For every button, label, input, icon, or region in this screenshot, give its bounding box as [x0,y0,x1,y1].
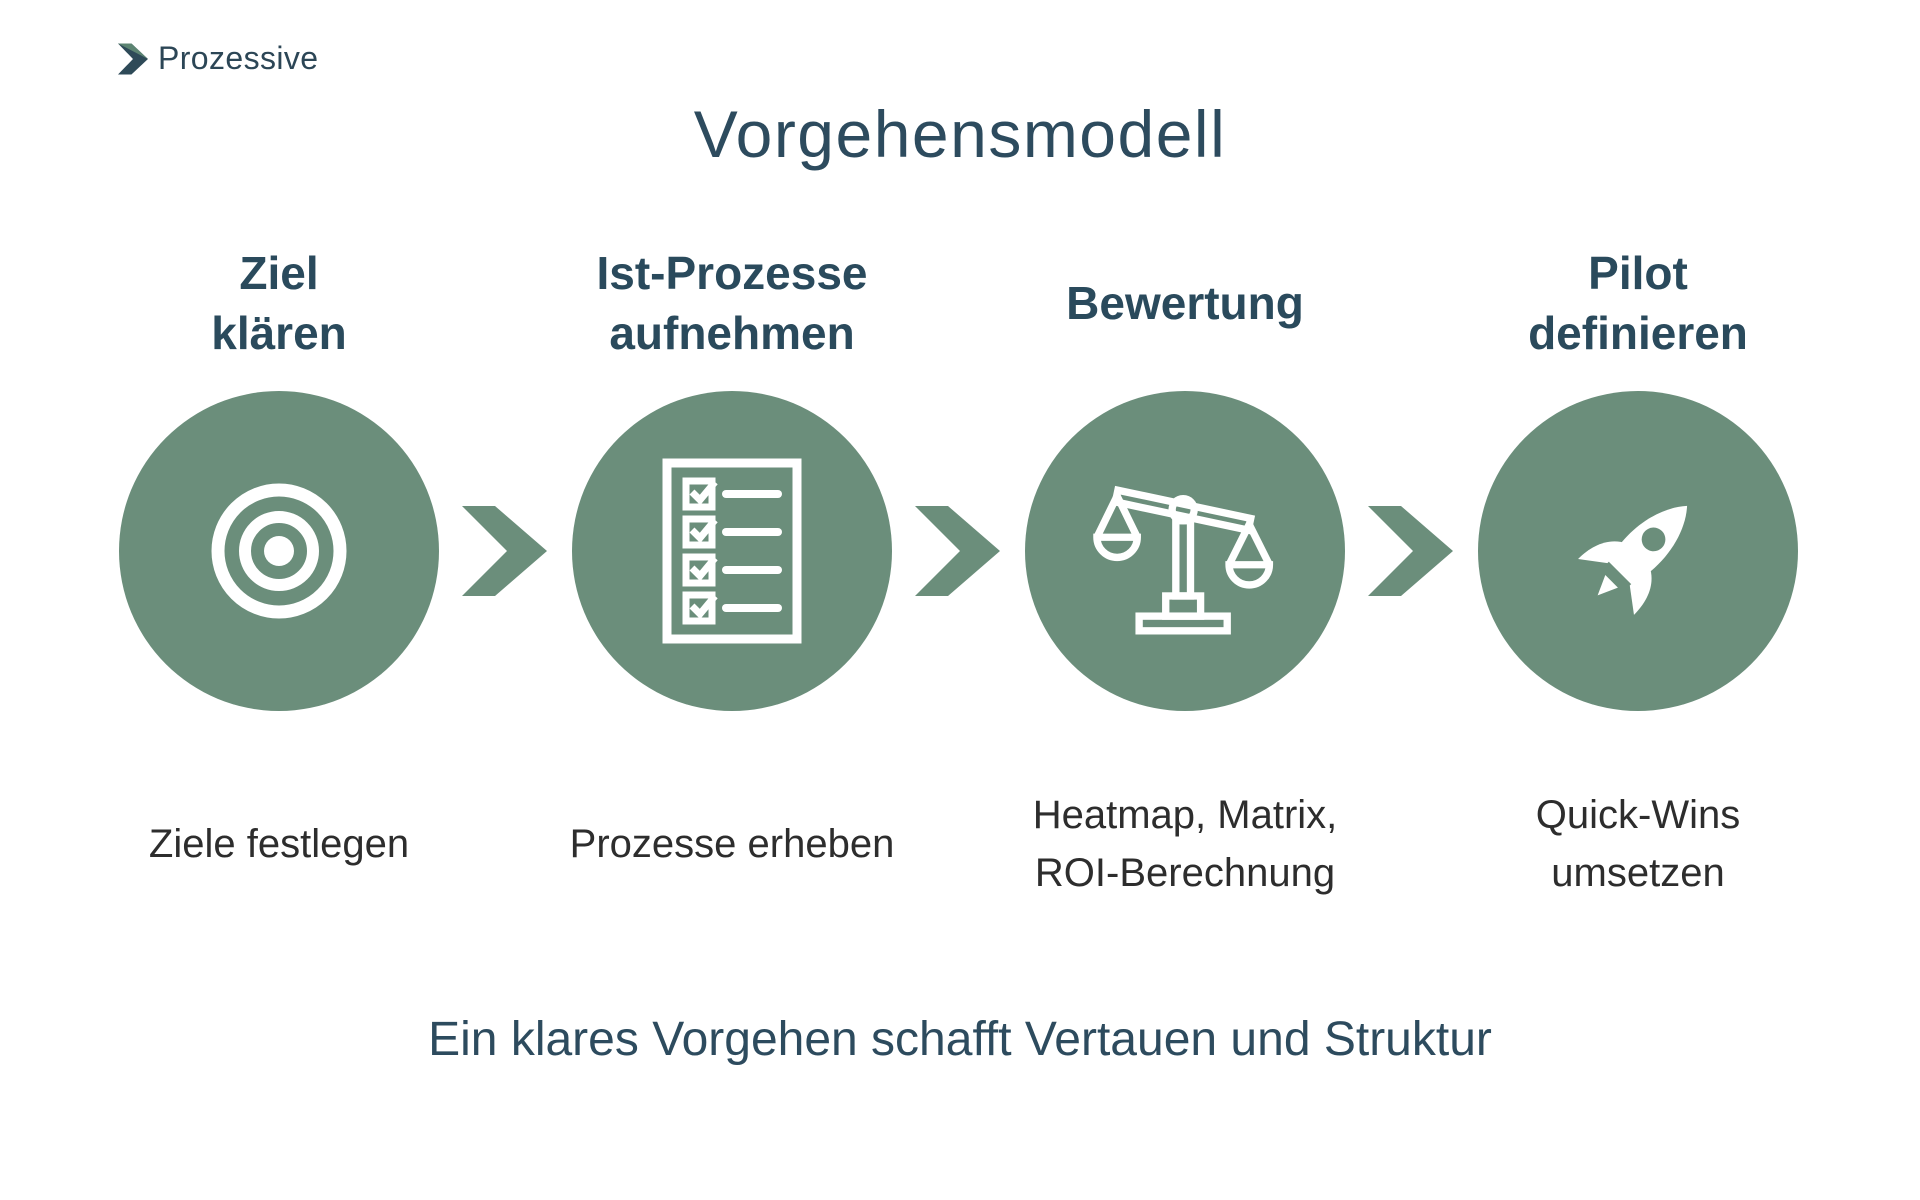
page-title: Vorgehensmodell [693,97,1227,171]
step-ist-prozesse: Ist-Prozesse aufnehmen [552,0,912,1200]
step-title-line: Ist-Prozesse [596,247,868,299]
step-circle [1025,391,1345,711]
step-circle [119,391,439,711]
step-title: Pilot definieren [1458,238,1818,368]
step-caption: Prozesse erheben [542,778,922,910]
step-title-line: Bewertung [1066,277,1304,329]
step-title-line: aufnehmen [609,307,855,359]
step-title: Ziel klären [99,238,459,368]
step-title: Bewertung [1005,238,1365,368]
step-circle [572,391,892,711]
arrow-chevron-icon [1368,506,1453,596]
step-title: Ist-Prozesse aufnehmen [552,238,912,368]
step-title-line: definieren [1528,307,1748,359]
step-caption-line: Prozesse erheben [569,822,895,866]
rocket-icon [1578,505,1688,615]
step-title-line: Pilot [1588,247,1688,299]
step-caption-line: ROI-Berechnung [1034,851,1336,895]
footer-statement: Ein klares Vorgehen schafft Vertauen und… [428,1013,1492,1066]
step-caption-line: Ziele festlegen [148,822,410,866]
step-title-line: Ziel [239,247,319,299]
brand-logo: Prozessive [118,40,319,77]
arrow-chevron-icon [462,506,547,596]
step-ziel-klaeren: Ziel klären Ziele festlegen [99,0,459,1200]
step-caption: Quick-Wins umsetzen [1448,778,1828,910]
scales-icon [1093,485,1274,635]
step-circle [1478,391,1798,711]
step-caption: Heatmap, Matrix, ROI-Berechnung [995,778,1375,910]
brand-name: Prozessive [158,40,319,76]
step-bewertung: Bewertung Heatmap, Matrix, ROI [1005,0,1365,1200]
target-icon [211,483,347,619]
brand-chevron-icon [118,43,148,74]
step-pilot: Pilot definieren Quick-Wins umsetzen [1458,0,1818,1200]
step-title-line: klären [211,307,347,359]
checklist-icon [662,458,802,644]
step-caption: Ziele festlegen [89,778,469,910]
step-caption-line: Quick-Wins [1535,793,1741,837]
step-caption-line: umsetzen [1551,851,1725,895]
arrow-chevron-icon [915,506,1000,596]
step-caption-line: Heatmap, Matrix, [1032,793,1338,837]
